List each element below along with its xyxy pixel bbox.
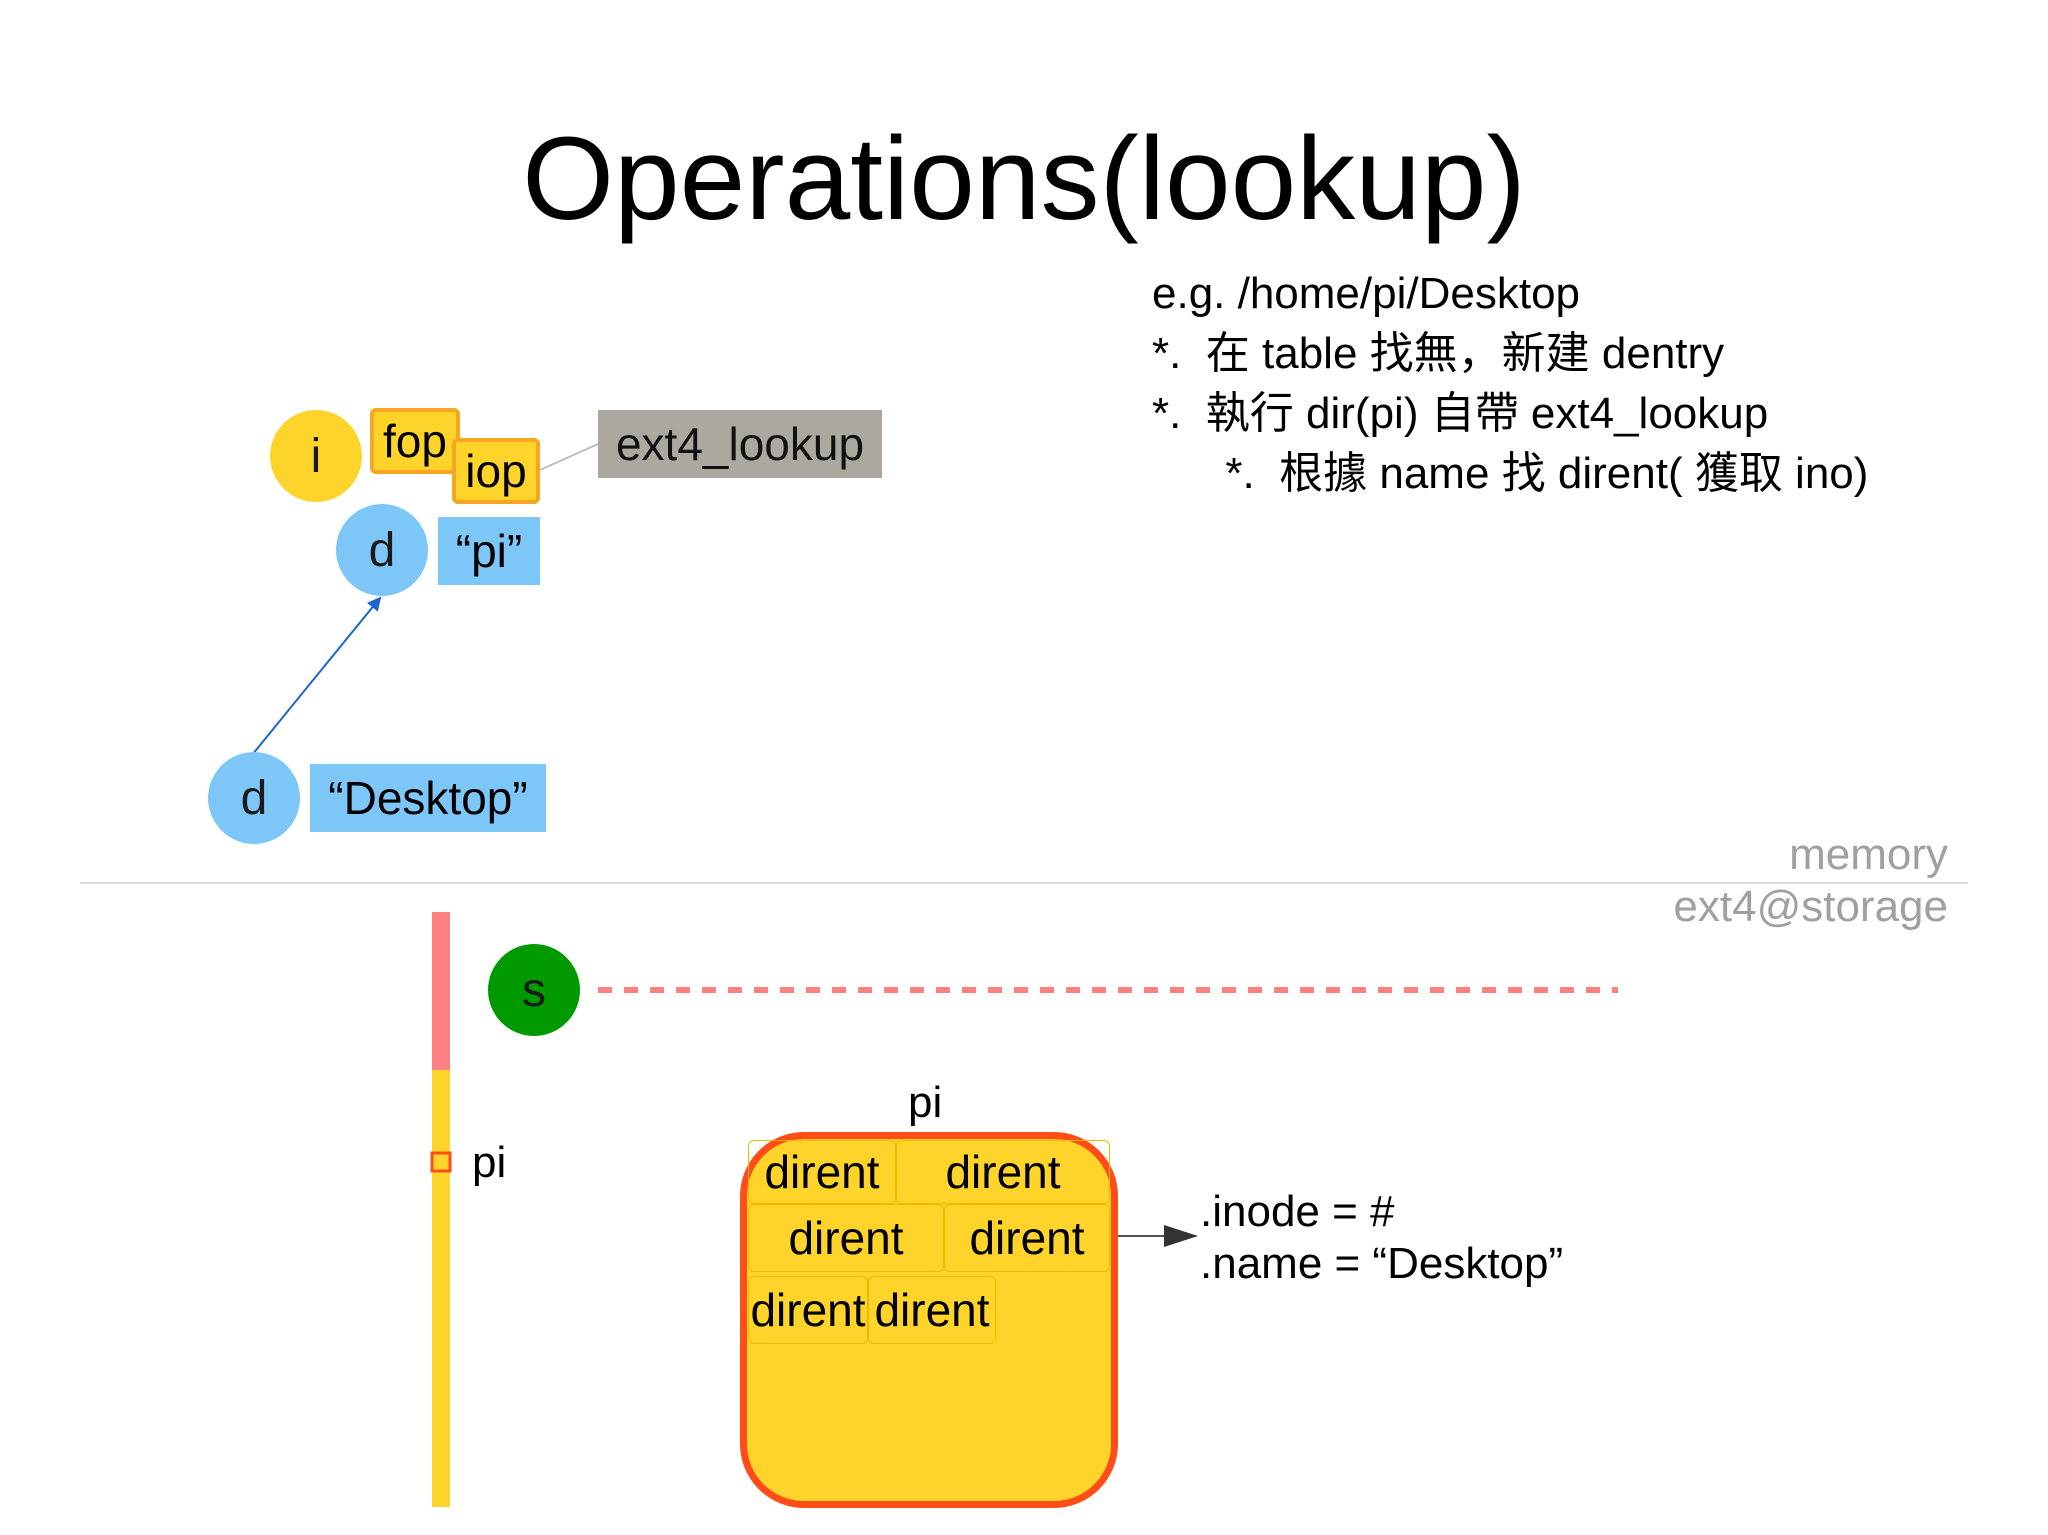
dirent-cell: dirent: [748, 1276, 868, 1344]
parent-arrow: [251, 596, 382, 756]
dentry-desktop-name: “Desktop”: [310, 764, 546, 832]
dirent-inode-line: .inode = #: [1200, 1187, 1395, 1236]
storage-bar-super: [432, 912, 450, 1070]
dirent-detail: .inode = # .name = “Desktop”: [1200, 1186, 1563, 1290]
note-line-example: e.g. /home/pi/Desktop: [1152, 269, 1581, 318]
dirent-cell: dirent: [748, 1140, 896, 1204]
dirent-cell: dirent: [944, 1204, 1110, 1272]
slide-title: Operations(lookup): [522, 113, 1526, 245]
dirent-cell: dirent: [868, 1276, 996, 1344]
fop-tag: fop: [370, 408, 460, 474]
dentry-pi-name: “pi”: [438, 517, 540, 585]
note-line-new-dentry: *. 在 table 找無，新建 dentry: [1152, 329, 1725, 378]
superblock-circle: s: [488, 944, 580, 1036]
iop-tag: iop: [452, 438, 540, 504]
dirent-cell: dirent: [748, 1204, 944, 1272]
dir-block-title: pi: [908, 1078, 943, 1127]
note-line-ext4-lookup: *. 執行 dir(pi) 自帶 ext4_lookup: [1152, 389, 1769, 438]
dentry-desktop-circle: d: [208, 752, 300, 844]
dirent-name-line: .name = “Desktop”: [1200, 1239, 1564, 1288]
storage-bar-blocks: [432, 1070, 450, 1507]
pi-directory-block: [740, 1132, 1118, 1508]
memory-label: memory: [1789, 830, 1948, 879]
dirent-cell: dirent: [896, 1140, 1110, 1204]
pi-block-marker: [430, 1151, 452, 1173]
dentry-pi-circle: d: [336, 504, 428, 596]
note-line-find-dirent: *. 根據 name 找 dirent( 獲取 ino): [1152, 449, 1869, 498]
iop-lookup-connector: [539, 443, 599, 471]
ext4-lookup-tag: ext4_lookup: [598, 410, 882, 478]
pi-block-label: pi: [472, 1138, 507, 1187]
notes-block: e.g. /home/pi/Desktop *. 在 table 找無，新建 d…: [1152, 264, 1868, 504]
inode-circle: i: [270, 410, 362, 502]
storage-label: ext4@storage: [1673, 882, 1948, 931]
